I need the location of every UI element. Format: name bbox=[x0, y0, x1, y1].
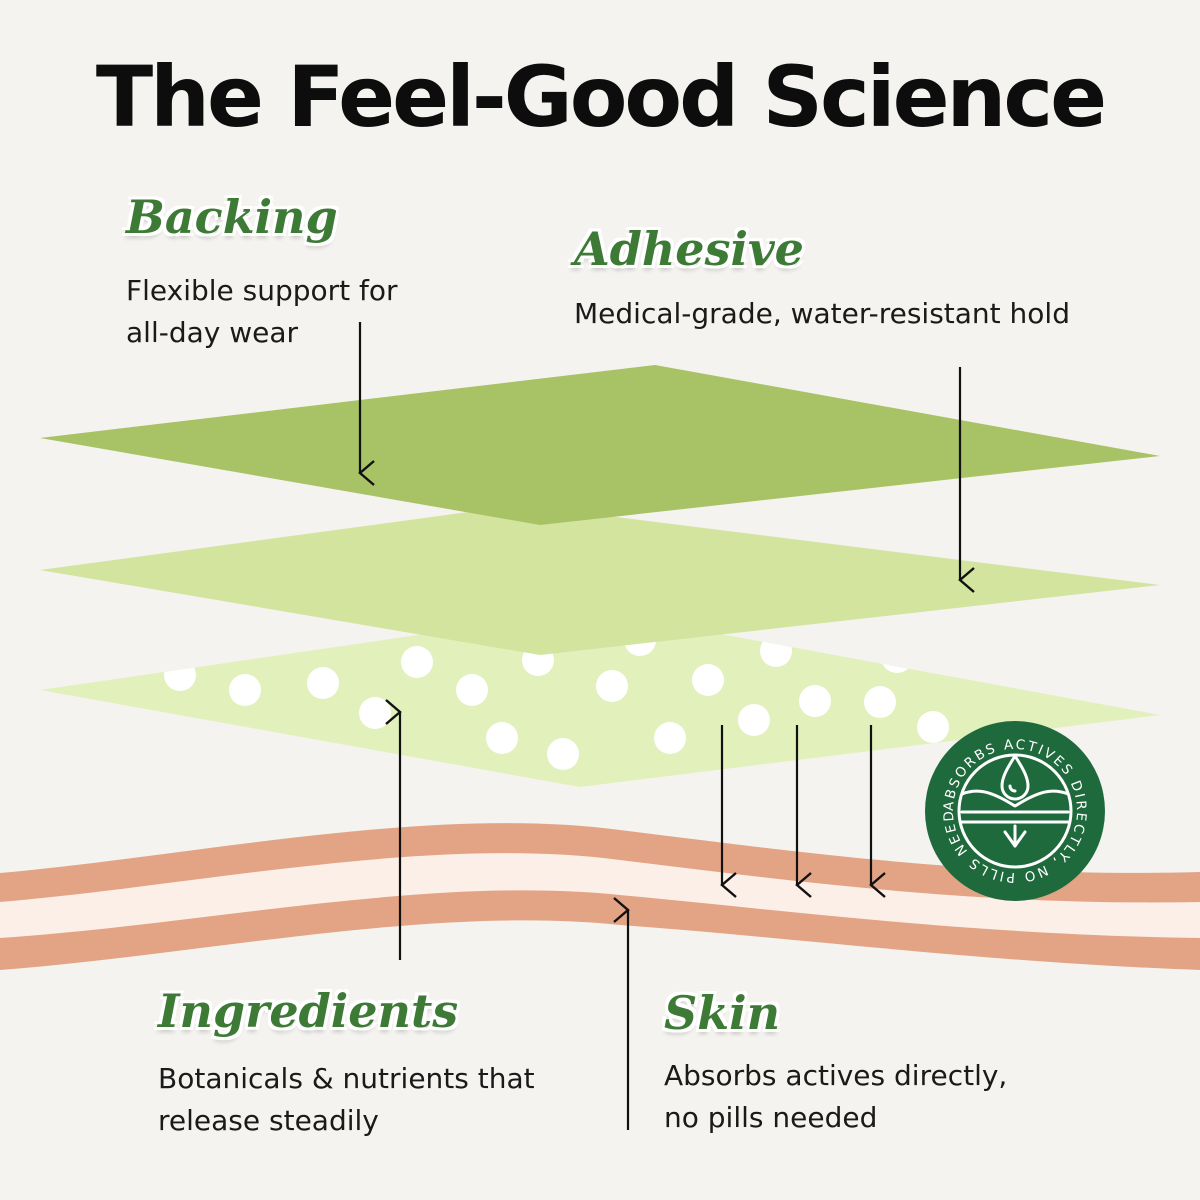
water-drop-skin-absorb-icon bbox=[960, 754, 1070, 848]
skin-inner-band bbox=[0, 853, 1200, 938]
ingredients-description-line-1: Botanicals & nutrients that bbox=[158, 1062, 535, 1095]
page-title: The Feel-Good Science bbox=[95, 48, 1107, 146]
ingredients-heading: Ingredients bbox=[158, 984, 459, 1038]
backing-description-line-2: all-day wear bbox=[126, 316, 299, 349]
ingredients-description-line-2: release steadily bbox=[158, 1104, 379, 1137]
skin-description-line-2: no pills needed bbox=[664, 1101, 878, 1134]
skin-description: Absorbs actives directly, no pills neede… bbox=[664, 1055, 1007, 1139]
adhesive-layer bbox=[40, 505, 1160, 655]
backing-description-line-1: Flexible support for bbox=[126, 274, 398, 307]
skin-band bbox=[0, 823, 1200, 970]
backing-layer bbox=[40, 365, 1160, 525]
adhesive-description: Medical-grade, water-resistant hold bbox=[574, 293, 1070, 335]
adhesive-description-line-1: Medical-grade, water-resistant hold bbox=[574, 297, 1070, 330]
skin-heading: Skin bbox=[664, 986, 781, 1040]
backing-description: Flexible support for all-day wear bbox=[126, 270, 398, 354]
ingredients-sheet bbox=[40, 610, 1160, 787]
ingredient-dots bbox=[164, 624, 949, 770]
skin-layer bbox=[0, 823, 1200, 970]
backing-heading: Backing bbox=[126, 190, 338, 244]
arrows bbox=[358, 322, 975, 1130]
adhesive-heading: Adhesive bbox=[574, 222, 804, 276]
ingredients-layer bbox=[40, 610, 1160, 787]
ingredients-description: Botanicals & nutrients that release stea… bbox=[158, 1058, 535, 1142]
skin-description-line-1: Absorbs actives directly, bbox=[664, 1059, 1008, 1092]
